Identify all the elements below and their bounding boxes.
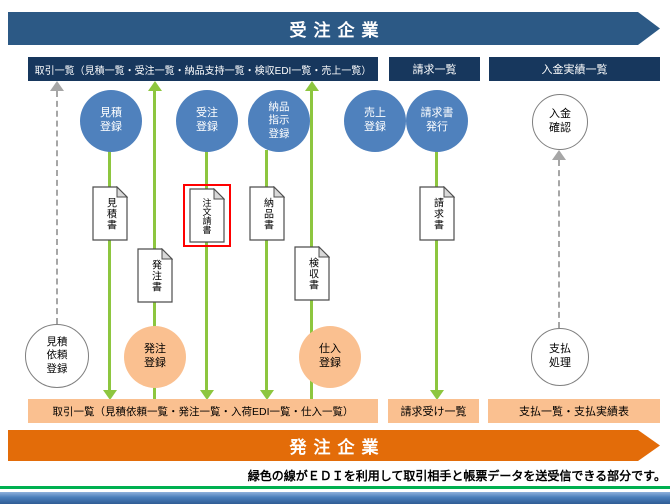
dashed-arrow-payment-up <box>552 150 566 160</box>
document-estimate: 見積書 <box>92 185 129 241</box>
process-payment-processing: 支払 処理 <box>531 328 589 386</box>
document-order-confirmation-label: 注文請書 <box>201 197 212 234</box>
receiving-transaction-list-box: 取引一覧（見積一覧・受注一覧・納品支持一覧・検収EDI一覧・売上一覧） <box>28 57 378 81</box>
edi-line-invoice <box>435 150 438 390</box>
document-estimate-label: 見積書 <box>104 197 116 230</box>
billing-list-label: 請求一覧 <box>412 64 457 76</box>
document-delivery-slip: 納品書 <box>249 185 286 241</box>
process-deposit-confirmation-label: 入金 確認 <box>549 108 571 134</box>
billing-list-box: 請求一覧 <box>389 57 480 81</box>
edi-arrow-invoice-down <box>430 390 444 400</box>
process-sales-registration: 売上 登録 <box>344 90 406 152</box>
edi-line-order-confirmation <box>205 150 208 390</box>
billing-received-list-box: 請求受け一覧 <box>388 399 479 423</box>
receiving-company-banner: 受注企業 <box>8 12 660 45</box>
document-icon <box>189 187 226 243</box>
payment-list-box: 支払一覧・支払実績表 <box>488 399 660 423</box>
process-purchase-registration-label: 仕入 登録 <box>319 343 341 369</box>
document-icon <box>92 185 129 241</box>
process-order-placement-registration-label: 発注 登録 <box>144 343 166 369</box>
ordering-company-label: 発注企業 <box>289 438 386 457</box>
footer-note-text: 緑色の線がＥＤＩを利用して取引相手と帳票データを送受信できる部分です。 <box>247 468 666 483</box>
document-icon <box>419 185 456 241</box>
window-edge-bar <box>0 492 670 504</box>
process-estimate-request-registration: 見積 依頼 登録 <box>25 324 89 388</box>
document-purchase-order: 発注書 <box>137 247 174 303</box>
edi-line-purchase-order <box>153 91 156 400</box>
document-icon <box>137 247 174 303</box>
document-acceptance-label: 検収書 <box>306 257 318 290</box>
process-estimate-registration-label: 見積 登録 <box>100 107 122 133</box>
document-icon <box>294 245 331 301</box>
process-purchase-registration: 仕入 登録 <box>299 326 361 388</box>
ordering-transaction-list-label: 取引一覧（見積依頼一覧・発注一覧・入荷EDI一覧・仕入一覧） <box>52 405 354 418</box>
receiving-company-label: 受注企業 <box>289 21 386 40</box>
document-delivery-slip-label: 納品書 <box>261 197 273 230</box>
process-delivery-instruction-registration: 納品 指示 登録 <box>248 90 310 152</box>
footer-note: 緑色の線がＥＤＩを利用して取引相手と帳票データを送受信できる部分です。 <box>0 464 670 489</box>
document-purchase-order-label: 発注書 <box>149 259 161 292</box>
edi-arrow-delivery-slip-down <box>260 390 274 400</box>
document-order-confirmation: 注文請書 <box>189 187 226 243</box>
edi-line-delivery-slip <box>265 150 268 390</box>
document-icon <box>249 185 286 241</box>
deposit-results-list-label: 入金実績一覧 <box>541 64 608 76</box>
process-invoice-issue-label: 請求書 発行 <box>420 107 454 133</box>
billing-received-list-label: 請求受け一覧 <box>400 406 467 418</box>
edi-line-estimate <box>108 150 111 390</box>
edi-arrow-purchase-order-up <box>148 81 162 91</box>
order-confirmation-highlight <box>183 184 231 247</box>
process-payment-processing-label: 支払 処理 <box>549 343 571 369</box>
edi-arrow-estimate-down <box>103 390 117 400</box>
document-invoice-label: 請求書 <box>431 197 443 230</box>
payment-list-label: 支払一覧・支払実績表 <box>519 406 629 418</box>
process-order-registration-label: 受注 登録 <box>196 107 218 133</box>
receiving-transaction-list-label: 取引一覧（見積一覧・受注一覧・納品支持一覧・検収EDI一覧・売上一覧） <box>34 65 372 77</box>
process-deposit-confirmation: 入金 確認 <box>532 94 588 150</box>
process-estimate-registration: 見積 登録 <box>80 90 142 152</box>
dashed-line-payment <box>558 160 560 328</box>
edi-line-acceptance <box>310 91 313 400</box>
deposit-results-list-box: 入金実績一覧 <box>489 57 660 81</box>
document-acceptance: 検収書 <box>294 245 331 301</box>
edi-arrow-acceptance-up <box>305 81 319 91</box>
dashed-line-estimate-request <box>56 91 58 324</box>
document-invoice: 請求書 <box>419 185 456 241</box>
dashed-arrow-estimate-request-up <box>50 81 64 91</box>
ordering-company-banner: 発注企業 <box>8 430 660 461</box>
process-estimate-request-registration-label: 見積 依頼 登録 <box>46 336 68 375</box>
ordering-transaction-list-box: 取引一覧（見積依頼一覧・発注一覧・入荷EDI一覧・仕入一覧） <box>28 399 378 423</box>
process-sales-registration-label: 売上 登録 <box>364 107 386 133</box>
process-invoice-issue: 請求書 発行 <box>406 90 468 152</box>
edi-arrow-order-confirmation-down <box>200 390 214 400</box>
process-order-registration: 受注 登録 <box>176 90 238 152</box>
process-order-placement-registration: 発注 登録 <box>124 326 186 388</box>
process-delivery-instruction-registration-label: 納品 指示 登録 <box>268 101 290 140</box>
